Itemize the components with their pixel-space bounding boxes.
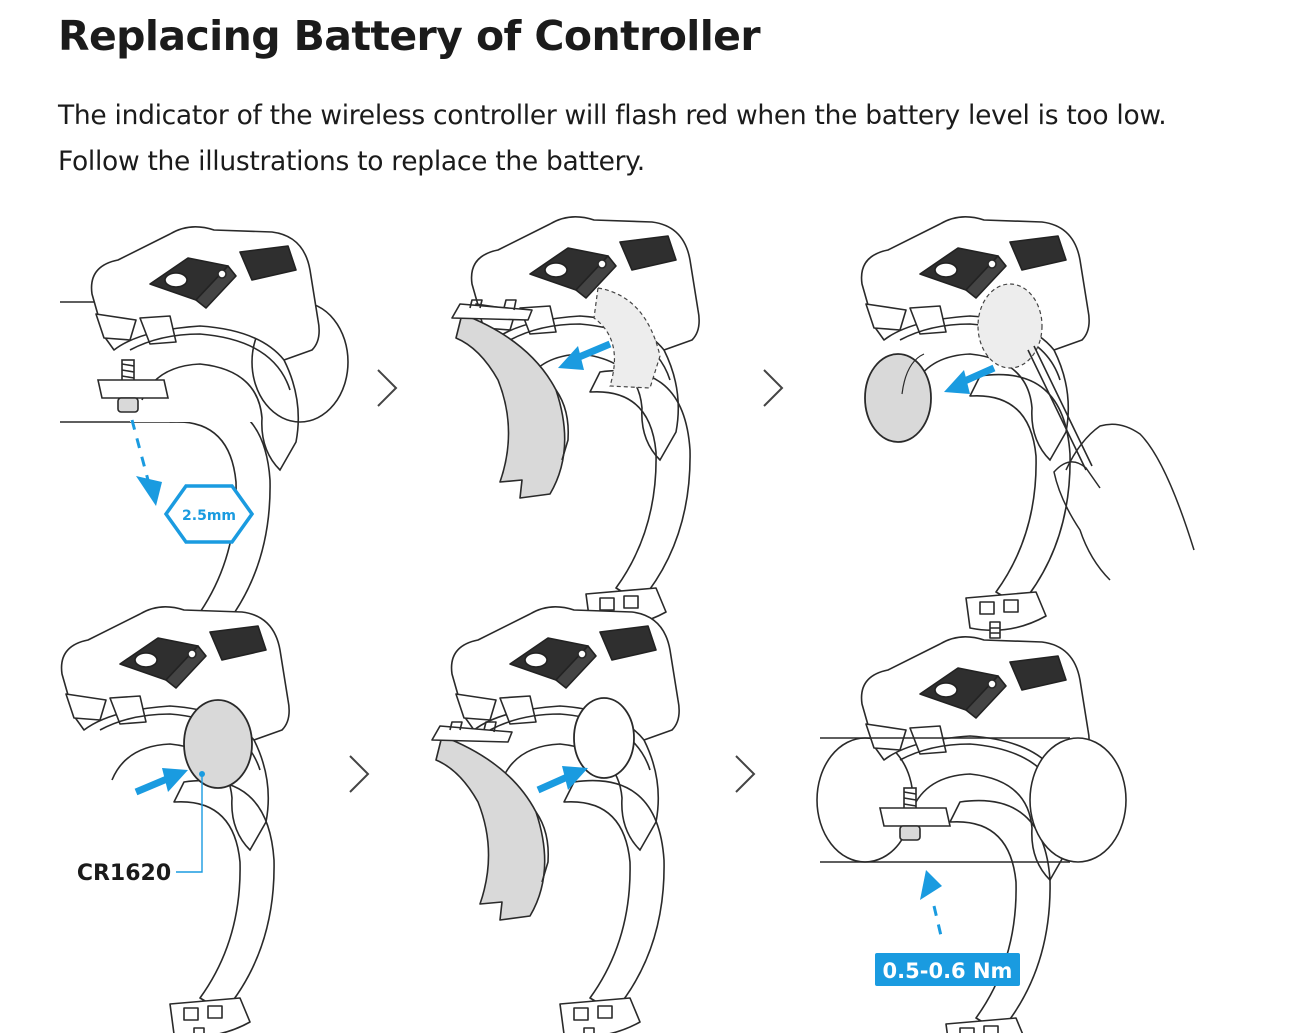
controller-body-icon — [450, 605, 680, 741]
step-1-remove-screw: 2.5mm — [60, 226, 349, 665]
step-6-tighten-screw — [816, 635, 1127, 1033]
callout-line — [176, 774, 203, 873]
intro-line-1: The indicator of the wireless controller… — [58, 100, 1167, 131]
hand-icon — [1053, 423, 1195, 581]
battery-cover-icon — [431, 721, 550, 921]
battery-model-label: CR1620 — [77, 861, 171, 886]
chevron-right-icon — [735, 755, 756, 793]
chevron-right-icon — [349, 755, 370, 793]
controller-body-icon — [60, 605, 290, 741]
torque-label: 0.5-0.6 Nm — [883, 959, 1013, 983]
step-3-remove-battery — [860, 216, 1195, 639]
step-4-insert-battery — [60, 605, 290, 1033]
dashed-arrow-icon — [130, 419, 150, 481]
torque-badge — [875, 953, 1020, 986]
intro-text: The indicator of the wireless controller… — [58, 93, 1167, 185]
arrow-left-icon — [558, 346, 584, 370]
arrow-right-icon — [562, 766, 588, 790]
step-5-install-cover — [431, 605, 680, 1033]
chevron-right-icon — [763, 369, 784, 407]
step-2-remove-cover — [451, 216, 700, 635]
handlebar-pipe-icon — [816, 737, 914, 863]
arrow-up-icon — [920, 870, 942, 900]
arrow-right-icon — [162, 768, 188, 792]
dashed-arrow-icon — [932, 905, 944, 941]
coin-battery-icon — [183, 699, 253, 789]
controller-body-icon — [470, 216, 700, 351]
intro-line-2: Follow the illustrations to replace the … — [58, 146, 645, 177]
hex-key-label: 2.5mm — [182, 508, 236, 524]
page-title: Replacing Battery of Controller — [58, 12, 761, 60]
chevron-right-icon — [377, 369, 398, 407]
arrow-left-icon — [944, 370, 970, 394]
coin-battery-icon — [864, 353, 932, 443]
hex-key-icon — [163, 484, 255, 544]
controller-body-icon — [860, 216, 1090, 351]
